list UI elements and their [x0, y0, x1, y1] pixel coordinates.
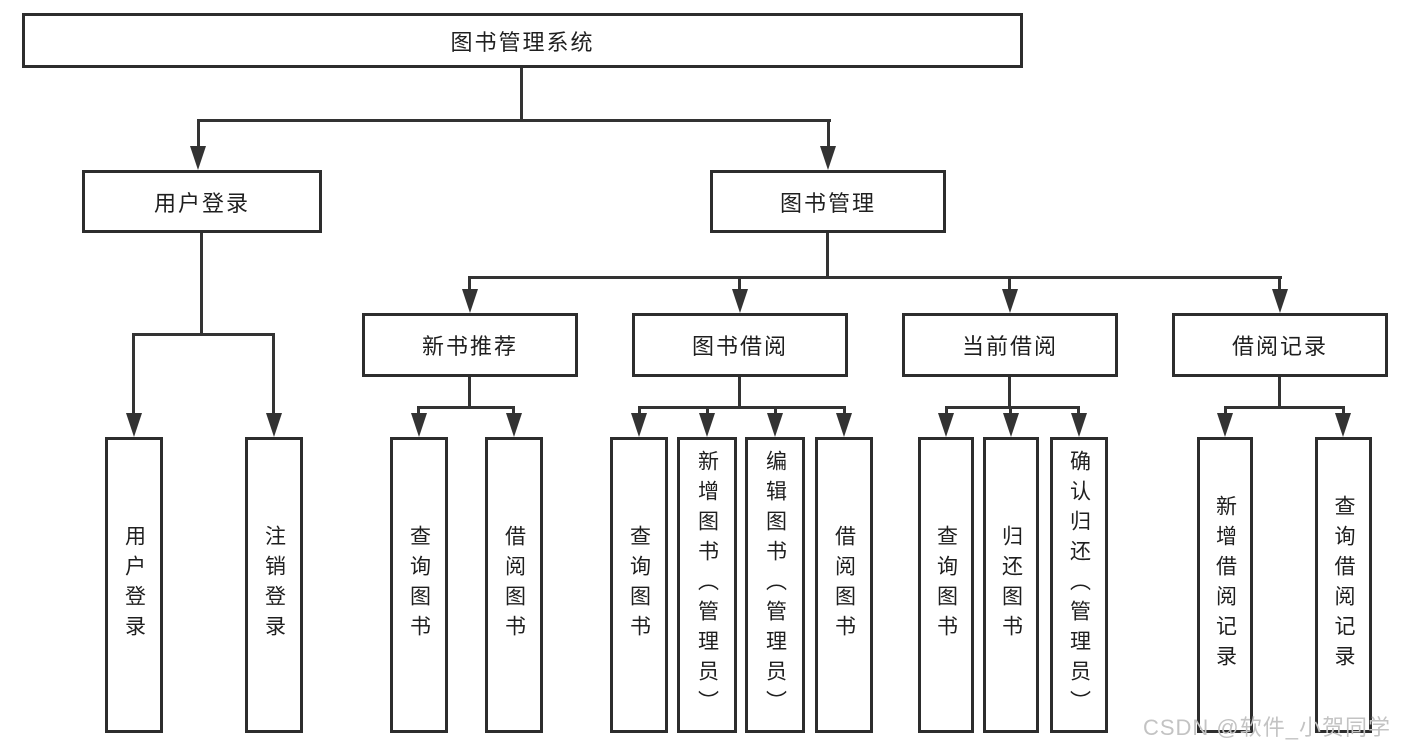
- arrowhead-icon: [506, 413, 522, 437]
- leaf-rec-query-book-label: 查询图书: [407, 525, 431, 645]
- leaf-cb-confirm-return: 确认归还（管理员）: [1050, 437, 1108, 733]
- leaf-bb-edit-book: 编辑图书（管理员）: [745, 437, 805, 733]
- arrowhead-icon: [1272, 289, 1288, 313]
- arrowhead-icon: [820, 146, 836, 170]
- arrowhead-icon: [1071, 413, 1087, 437]
- node-user-login: 用户登录: [82, 170, 322, 233]
- leaf-cb-query-book: 查询图书: [918, 437, 974, 733]
- connector-drop-bb-borrow: [843, 406, 846, 418]
- connector-drop-cb-return: [1009, 406, 1012, 418]
- leaf-rec-query-book: 查询图书: [390, 437, 448, 733]
- connector-drop-leaf-user-login: [132, 333, 135, 416]
- connector-current-borrow-rail: [945, 406, 1079, 409]
- leaf-user-login: 用户登录: [105, 437, 163, 733]
- connector-drop-rec-borrow: [512, 406, 515, 418]
- node-borrow-records-label: 借阅记录: [1231, 334, 1328, 359]
- connector-drop-bb-query: [638, 406, 641, 418]
- node-borrow-records: 借阅记录: [1172, 313, 1388, 377]
- node-root-label: 图书管理系统: [450, 29, 595, 55]
- leaf-bb-query-book-label: 查询图书: [627, 525, 651, 645]
- connector-book-mgmt-stem: [826, 233, 829, 279]
- node-book-management: 图书管理: [710, 170, 946, 233]
- arrowhead-icon: [732, 289, 748, 313]
- arrowhead-icon: [190, 146, 206, 170]
- arrowhead-icon: [126, 413, 142, 437]
- leaf-cb-return-book-label: 归还图书: [999, 525, 1023, 645]
- connector-drop-cb-query: [945, 406, 948, 418]
- csdn-watermark: CSDN @软件_小贺同学: [1142, 715, 1391, 740]
- connector-current-borrow-stem: [1008, 377, 1011, 409]
- arrowhead-icon: [411, 413, 427, 437]
- leaf-cb-return-book: 归还图书: [983, 437, 1039, 733]
- node-book-borrow: 图书借阅: [632, 313, 848, 377]
- connector-drop-current-borrow: [1008, 276, 1011, 292]
- connector-drop-user-login: [197, 119, 200, 149]
- leaf-user-login-label: 用户登录: [122, 525, 146, 645]
- connector-drop-new-book-rec: [468, 276, 471, 292]
- connector-drop-cb-confirm: [1077, 406, 1080, 418]
- connector-root-rail: [197, 119, 831, 122]
- arrowhead-icon: [699, 413, 715, 437]
- arrowhead-icon: [462, 289, 478, 313]
- arrowhead-icon: [631, 413, 647, 437]
- arrowhead-icon: [767, 413, 783, 437]
- arrowhead-icon: [1002, 289, 1018, 313]
- connector-drop-bb-add: [706, 406, 709, 418]
- arrowhead-icon: [1335, 413, 1351, 437]
- connector-drop-rec-query: [417, 406, 420, 418]
- arrowhead-icon: [938, 413, 954, 437]
- connector-drop-bb-edit: [774, 406, 777, 418]
- leaf-bb-query-book: 查询图书: [610, 437, 668, 733]
- leaf-br-add-record: 新增借阅记录: [1197, 437, 1253, 733]
- connector-new-book-rec-rail: [417, 406, 515, 409]
- leaf-br-query-record-label: 查询借阅记录: [1332, 495, 1355, 675]
- connector-book-borrow-rail: [638, 406, 846, 409]
- node-new-book-recommend: 新书推荐: [362, 313, 578, 377]
- leaf-bb-borrow-book: 借阅图书: [815, 437, 873, 733]
- connector-new-book-rec-stem: [468, 377, 471, 409]
- leaf-logout-label: 注销登录: [262, 525, 286, 645]
- arrowhead-icon: [836, 413, 852, 437]
- connector-book-mgmt-rail: [468, 276, 1282, 279]
- leaf-logout: 注销登录: [245, 437, 303, 733]
- connector-borrow-records-stem: [1278, 377, 1281, 409]
- node-current-borrow-label: 当前借阅: [961, 334, 1058, 359]
- connector-drop-borrow-records: [1278, 276, 1281, 292]
- connector-drop-book-mgmt: [827, 119, 830, 149]
- leaf-bb-edit-book-label: 编辑图书（管理员）: [763, 450, 787, 720]
- connector-borrow-records-rail: [1224, 406, 1343, 409]
- connector-user-login-rail: [132, 333, 275, 336]
- leaf-br-query-record: 查询借阅记录: [1315, 437, 1372, 733]
- arrowhead-icon: [266, 413, 282, 437]
- connector-drop-br-query: [1342, 406, 1345, 418]
- node-user-login-label: 用户登录: [153, 190, 250, 216]
- node-new-book-recommend-label: 新书推荐: [421, 334, 518, 359]
- leaf-cb-query-book-label: 查询图书: [934, 525, 958, 645]
- arrowhead-icon: [1217, 413, 1233, 437]
- connector-drop-book-borrow: [738, 276, 741, 292]
- connector-root-stem: [520, 68, 523, 121]
- leaf-rec-borrow-book-label: 借阅图书: [502, 525, 526, 645]
- leaf-rec-borrow-book: 借阅图书: [485, 437, 543, 733]
- connector-drop-br-add: [1224, 406, 1227, 418]
- leaf-br-add-record-label: 新增借阅记录: [1213, 495, 1237, 675]
- leaf-bb-add-book: 新增图书（管理员）: [677, 437, 737, 733]
- connector-book-borrow-stem: [738, 377, 741, 409]
- leaf-bb-add-book-label: 新增图书（管理员）: [695, 450, 719, 720]
- leaf-cb-confirm-return-label: 确认归还（管理员）: [1067, 450, 1091, 720]
- node-book-management-label: 图书管理: [779, 190, 876, 216]
- node-current-borrow: 当前借阅: [902, 313, 1118, 377]
- arrowhead-icon: [1003, 413, 1019, 437]
- connector-user-login-stem: [200, 233, 203, 336]
- node-book-borrow-label: 图书借阅: [691, 334, 788, 359]
- node-root: 图书管理系统: [22, 13, 1023, 68]
- connector-drop-leaf-logout: [272, 333, 275, 416]
- leaf-bb-borrow-book-label: 借阅图书: [832, 525, 856, 645]
